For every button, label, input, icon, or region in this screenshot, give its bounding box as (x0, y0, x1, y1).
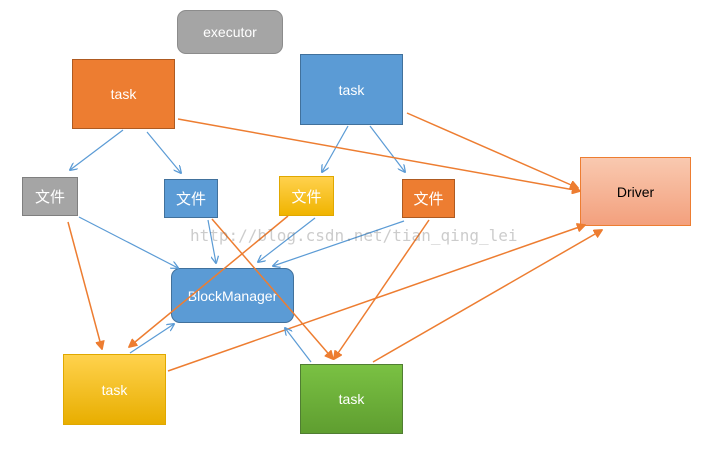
edge-file-yellow-to-block-manager (258, 217, 316, 262)
edge-task-blue-to-file-orange (369, 125, 405, 172)
task-yellow-label: task (101, 381, 128, 398)
driver-label: Driver (616, 183, 655, 200)
driver-node: Driver (580, 157, 691, 226)
executor-node: executor (177, 10, 283, 54)
file-orange-label: 文件 (413, 191, 444, 208)
executor-label: executor (203, 24, 257, 40)
block-manager-label: BlockManager (187, 287, 278, 304)
task-green-label: task (338, 391, 365, 407)
file-orange-node: 文件 (402, 179, 455, 218)
edge-task-blue-to-file-yellow (322, 125, 349, 172)
file-yellow-node: 文件 (279, 176, 334, 216)
watermark-text: http://blog.csdn.net/tian_qing_lei (190, 226, 518, 245)
edge-task-orange-to-driver (177, 118, 580, 191)
file-blue-label: 文件 (175, 191, 206, 208)
file-gray-label: 文件 (34, 189, 65, 206)
edge-file-gray-to-block-manager (78, 216, 178, 268)
edge-file-blue-to-block-manager (207, 219, 216, 263)
edge-task-green-to-block-manager (285, 328, 312, 363)
edge-file-orange-to-block-manager (273, 220, 405, 266)
edge-task-yellow-to-block-manager (129, 324, 174, 354)
edge-task-orange-to-file-blue (146, 131, 181, 173)
task-yellow-node: task (63, 354, 166, 425)
task-green-node: task (300, 364, 403, 434)
task-orange-label: task (110, 86, 137, 102)
edge-task-orange-to-file-gray (70, 129, 124, 170)
block-manager-node: BlockManager (171, 268, 294, 323)
file-blue-node: 文件 (164, 179, 218, 218)
task-orange-node: task (72, 59, 175, 129)
file-gray-node: 文件 (22, 177, 78, 216)
edge-task-blue-to-driver (406, 112, 578, 188)
file-yellow-label: 文件 (291, 188, 322, 206)
edge-file-orange-to-task-green (334, 219, 430, 359)
edge-task-green-to-driver (372, 230, 602, 363)
task-blue-node: task (300, 54, 403, 125)
edge-file-gray-to-task-yellow (67, 221, 102, 349)
task-blue-label: task (338, 81, 365, 98)
